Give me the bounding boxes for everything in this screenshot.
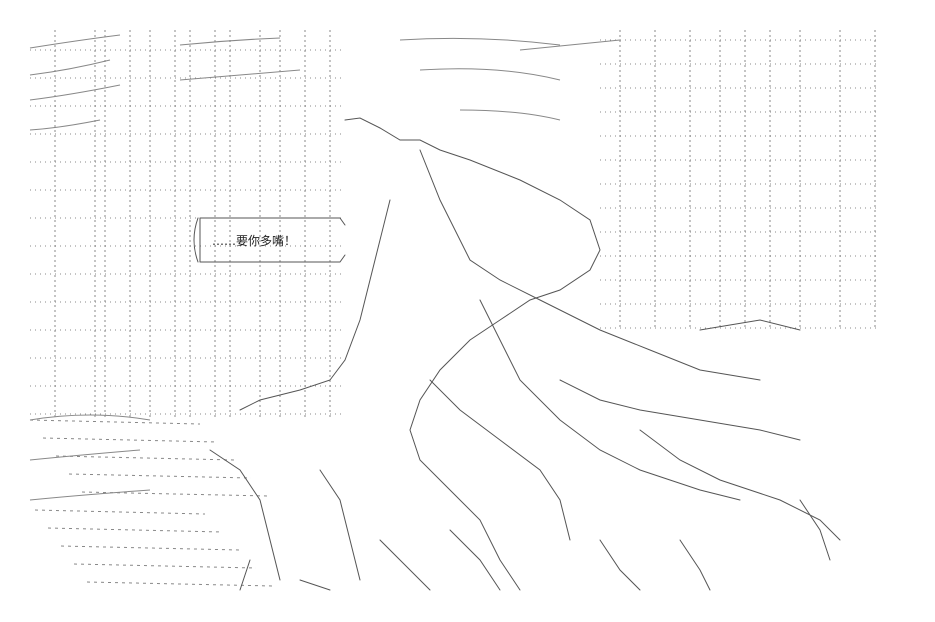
speech-bubble bbox=[193, 217, 346, 263]
speech-text: ……要你多嘴！ bbox=[212, 234, 297, 248]
central-figure bbox=[209, 117, 841, 591]
building-right bbox=[600, 30, 880, 330]
sky-debris bbox=[29, 34, 621, 501]
rubble bbox=[29, 419, 274, 587]
building-left bbox=[30, 30, 345, 420]
